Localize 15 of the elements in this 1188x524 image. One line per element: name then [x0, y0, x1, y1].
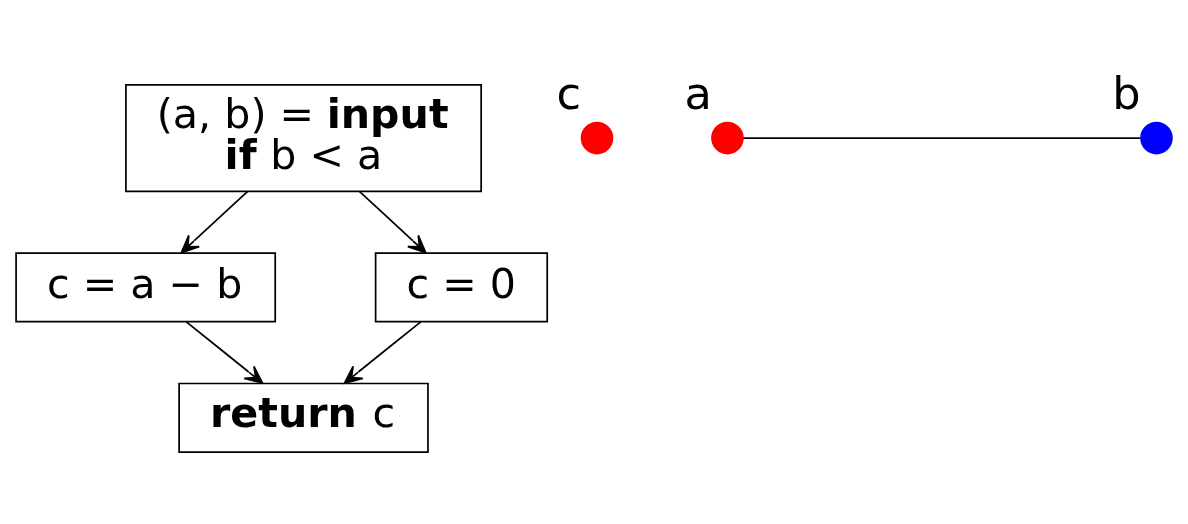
node-label: b [1112, 67, 1141, 120]
node-box: c = a − b [15, 251, 277, 323]
arrow [185, 320, 264, 384]
arrow [343, 320, 422, 384]
node-circle [1140, 121, 1173, 154]
arrow [180, 190, 249, 253]
node-label: a [684, 67, 712, 120]
node-label: c [556, 67, 581, 120]
node-circle [711, 121, 744, 154]
node-box: (a, b) = input if b < a [125, 83, 483, 192]
node-circle [580, 121, 614, 154]
arrow [358, 190, 427, 253]
node-box: return c [178, 382, 429, 453]
node-box: c = 0 [374, 251, 549, 323]
connector [742, 136, 1142, 139]
